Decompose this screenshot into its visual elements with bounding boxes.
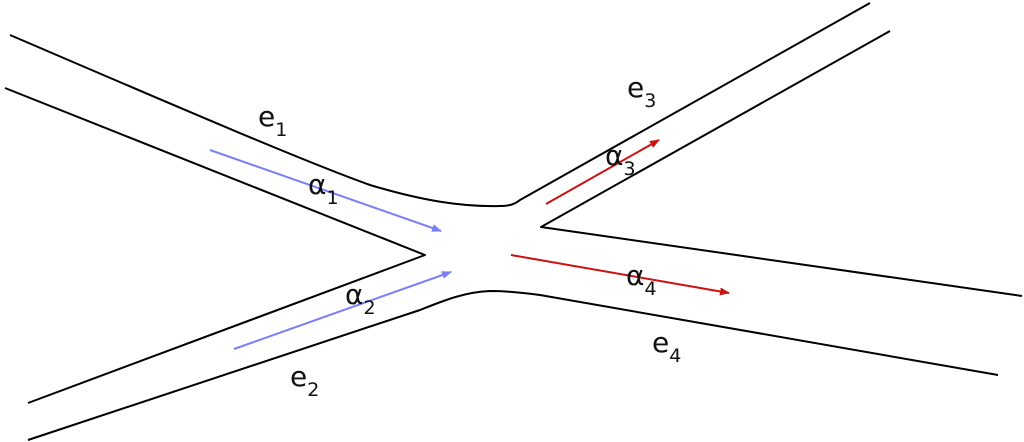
road-label-e1: e1: [258, 100, 287, 141]
road-label-e3: e3: [627, 71, 656, 112]
flow-label-alpha3: α3: [605, 139, 636, 180]
flow-label-alpha1: α1: [308, 168, 339, 209]
road-label-e2: e2: [290, 360, 319, 401]
flow-arrow-alpha4: [510, 254, 730, 296]
flow-arrow-alpha2: [233, 271, 452, 350]
road-e1-upper-edge: [9, 2, 871, 208]
flow-label-alpha4: α4: [626, 259, 657, 300]
road-e2-lower-edge: [27, 290, 999, 441]
road-label-e4: e4: [652, 326, 681, 367]
flow-label-alpha2: α2: [345, 278, 376, 319]
road-e3-e4-inner-edge: [540, 30, 1023, 297]
road-e1-lower-edge: [4, 87, 426, 404]
flow-arrow-alpha3: [545, 139, 660, 205]
flow-arrow-alpha1: [209, 149, 442, 232]
